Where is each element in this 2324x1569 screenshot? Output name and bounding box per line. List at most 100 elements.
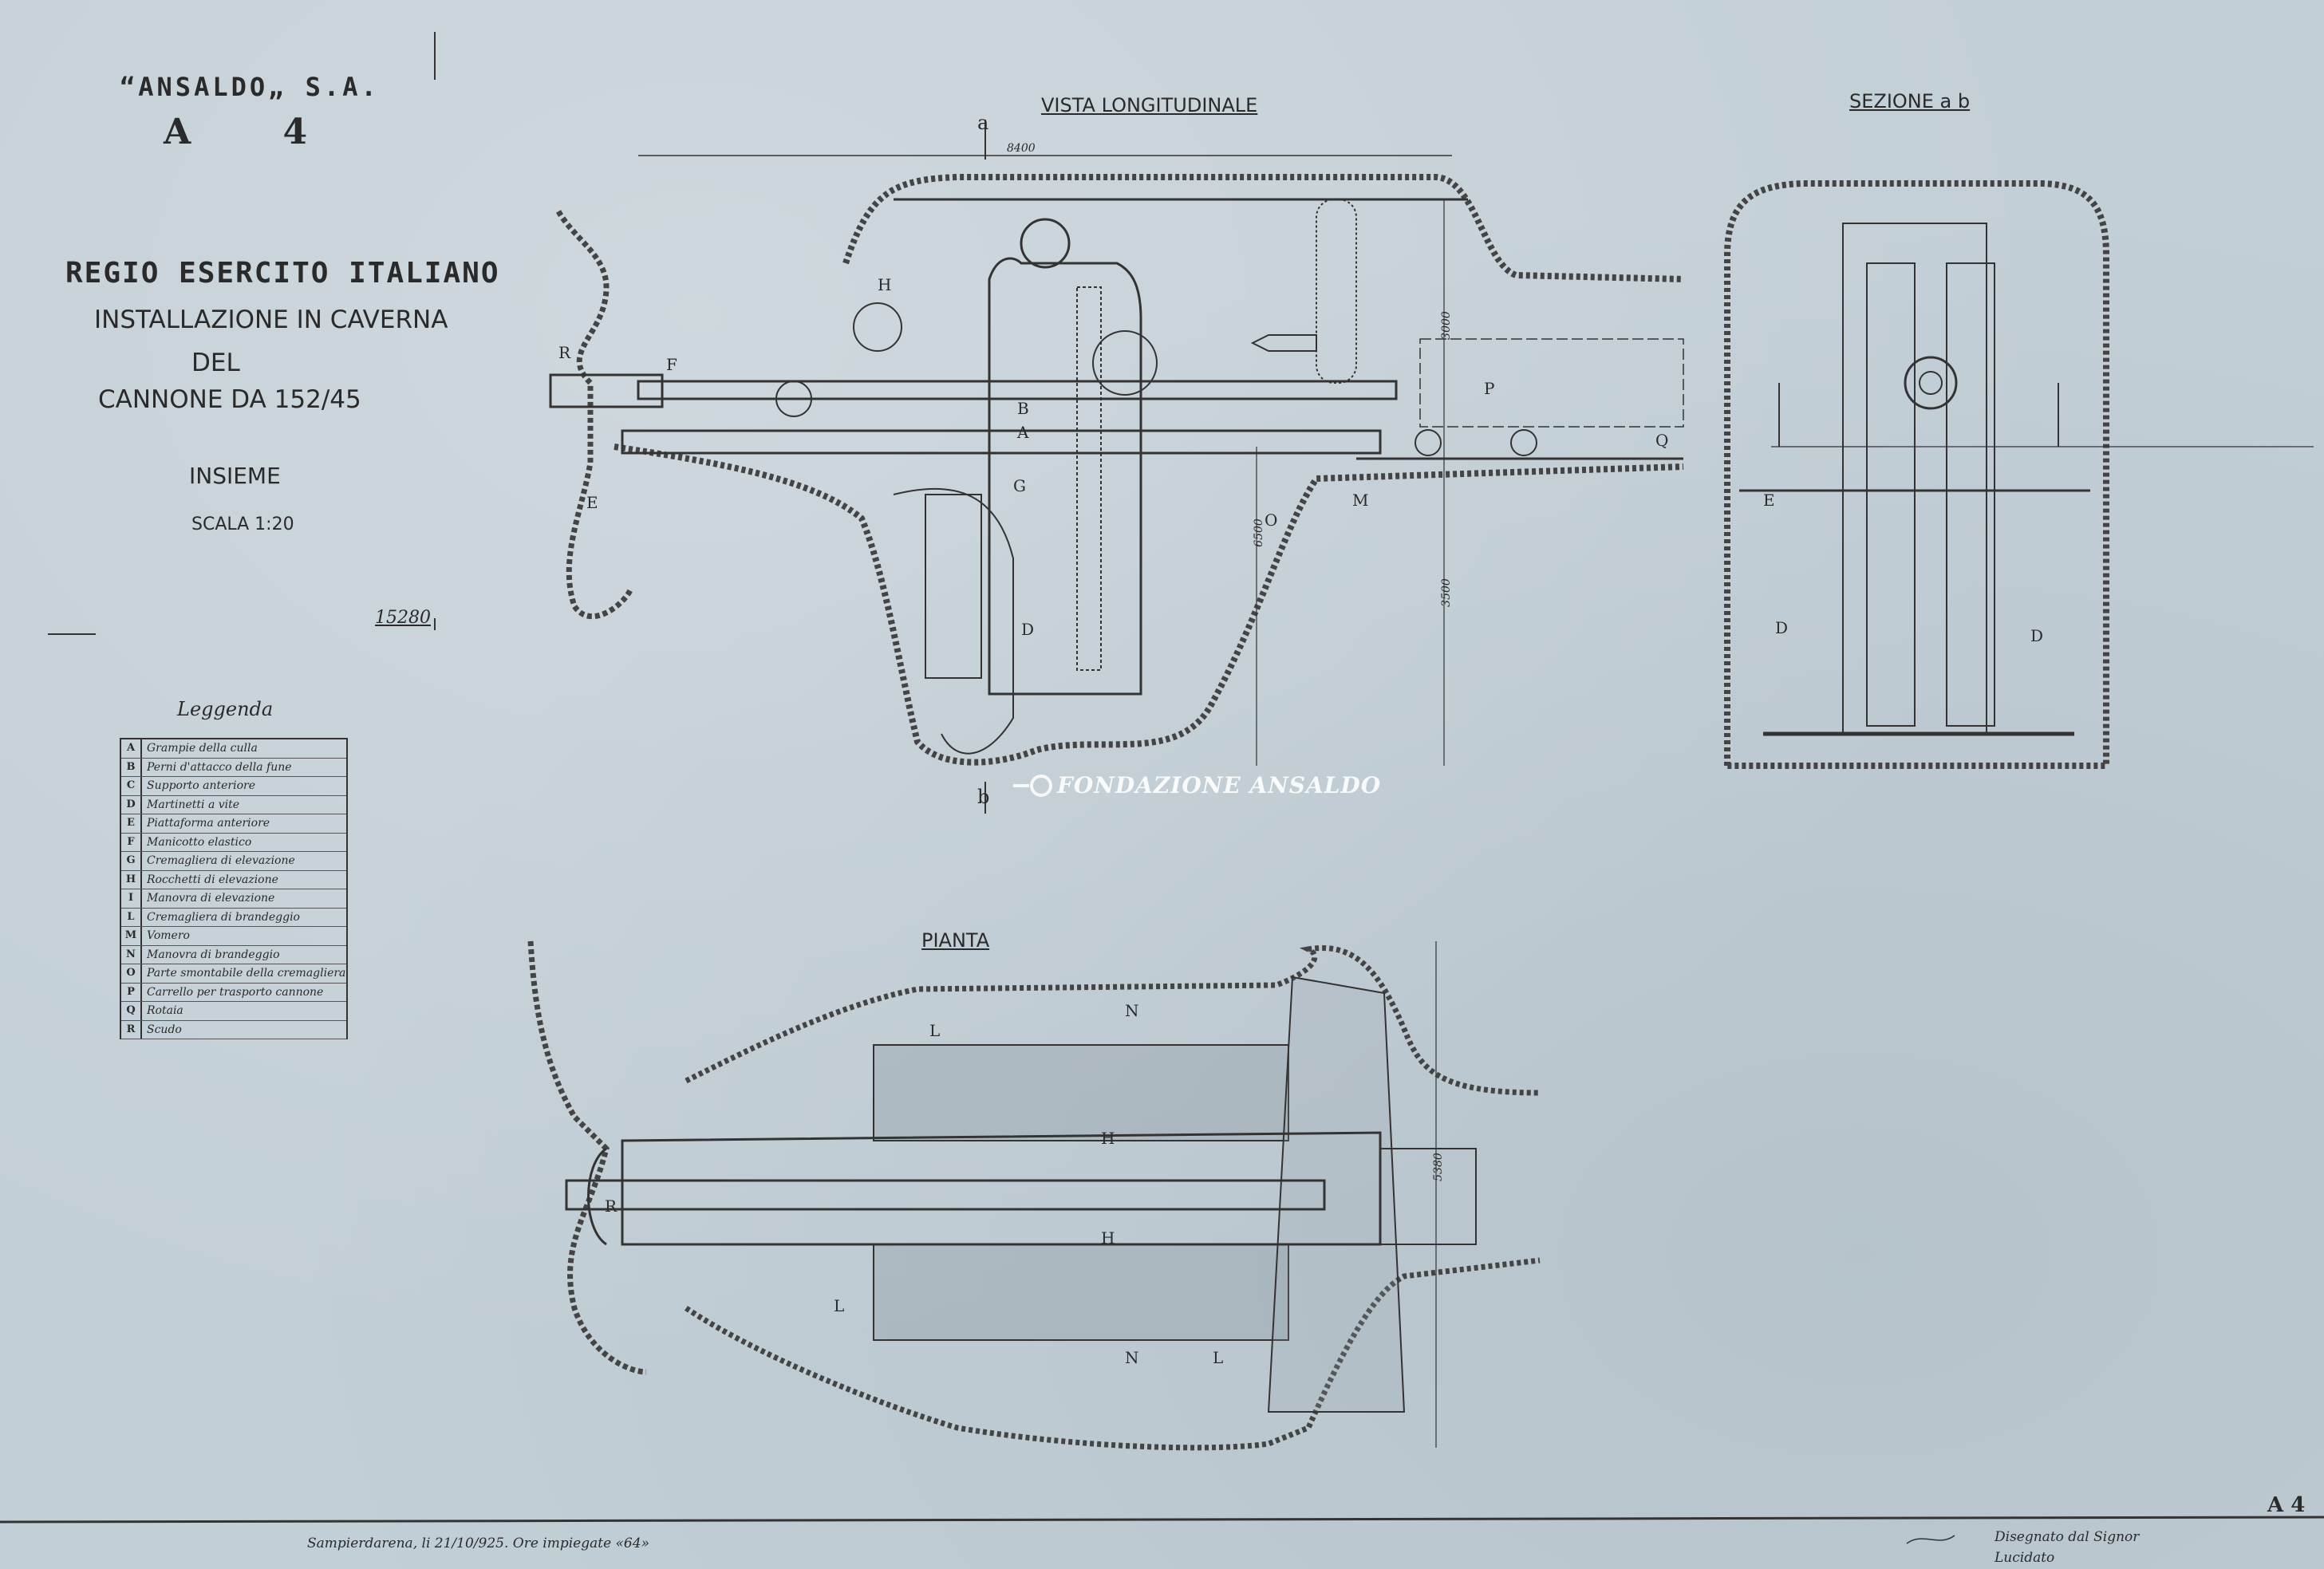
legend-label: Carrello per trasporto cannone: [147, 985, 324, 999]
legend-key: N: [121, 945, 142, 964]
callout-d-section: D: [1775, 618, 1789, 637]
dimension-height-lower: 3500: [1439, 578, 1453, 607]
cart-wheel: [1510, 429, 1537, 456]
plan-view: [527, 940, 1541, 1451]
footer-traced-by: Lucidato: [1995, 1550, 2055, 1566]
footer-place-date: Sampierdarena, li 21/10/925. Ore impiega…: [307, 1535, 649, 1551]
legend-row: C Supporto anteriore: [121, 777, 346, 796]
legend-key: A: [121, 739, 142, 758]
callout-e-section: E: [1763, 491, 1775, 510]
section-marker-a: a: [977, 112, 989, 134]
plan-cave-bottom: [685, 1257, 1541, 1451]
legend-label: Scudo: [147, 1023, 182, 1036]
footer-drawn-by: Disegnato dal Signor: [1995, 1529, 2140, 1545]
watermark-logo: [1013, 775, 1052, 797]
legend-label: Martinetti a vite: [147, 798, 240, 811]
plan-pit-top: [873, 1044, 1289, 1141]
legend-key: E: [121, 814, 142, 833]
legend-row: E Piattaforma anteriore: [121, 814, 346, 834]
footer-sheet-code: A 4: [2267, 1493, 2306, 1517]
callout-n-plan: N: [1125, 1348, 1139, 1367]
legend-label: Cremagliera di elevazione: [147, 854, 295, 868]
callout-r-plan: R: [605, 1196, 617, 1216]
gear-wheel: [775, 380, 812, 417]
elevation-rack: [1076, 286, 1102, 671]
view-title-longitudinal: VISTA LONGITUDINALE: [1041, 94, 1258, 116]
drawing-title: REGIO ESERCITO ITALIANO: [65, 257, 500, 290]
dimension-depth: 6500: [1252, 518, 1265, 547]
section-view: [1724, 180, 2314, 769]
legend-row: F Manicotto elastico: [121, 833, 346, 852]
legend-key: B: [121, 758, 142, 776]
projectile: [1250, 334, 1317, 352]
drawing-subtitle: DEL: [191, 349, 240, 377]
legend-key: C: [121, 777, 142, 795]
legend-key: R: [121, 1020, 142, 1039]
legend-label: Manovra di brandeggio: [147, 948, 280, 961]
traverse-rack-arc: [1267, 976, 1406, 1413]
callout-r: R: [558, 343, 571, 362]
counterweight-arc: [893, 487, 1014, 755]
scale-label: SCALA 1:20: [191, 514, 294, 534]
recoil-cylinder: [925, 494, 982, 679]
legend-label: Rotaia: [147, 1004, 183, 1018]
legend-key: D: [121, 795, 142, 814]
legend-key: F: [121, 833, 142, 851]
legend-label: Manicotto elastico: [147, 835, 252, 849]
section-marker-b: b: [977, 786, 990, 808]
traverse-handwheel: [1092, 330, 1158, 396]
plan-rail-frame: [1379, 1148, 1477, 1245]
callout-m: M: [1352, 491, 1369, 510]
legend-row: L Cremagliera di brandeggio: [121, 908, 346, 927]
callout-e: E: [586, 493, 598, 512]
gun-breech: [549, 373, 664, 408]
legend-label: Piattaforma anteriore: [147, 817, 270, 830]
drawing-number: 15280: [375, 608, 431, 628]
callout-i: H: [878, 275, 892, 294]
drawing-subtitle: CANNONE DA 152/45: [98, 385, 361, 414]
legend-key: I: [121, 889, 142, 908]
legend-row: N Manovra di brandeggio: [121, 945, 346, 964]
callout-o: O: [1265, 511, 1278, 530]
cart-wheel: [1415, 429, 1442, 456]
callout-g: G: [1013, 476, 1026, 495]
legend-key: O: [121, 964, 142, 983]
callout-l-plan: L: [929, 1021, 941, 1040]
callout-n-plan: N: [1125, 1001, 1139, 1020]
plan-barrel: [565, 1179, 1326, 1211]
legend-row: G Cremagliera di elevazione: [121, 852, 346, 871]
plan-shield: [587, 1147, 607, 1246]
section-cave-outline: [1724, 180, 2109, 769]
watermark-text: FONDAZIONE ANSALDO: [1057, 772, 1382, 798]
legend-label: Parte smontabile della cremagliera: [147, 967, 346, 980]
legend-key: L: [121, 908, 142, 926]
legend-row: R Scudo: [121, 1020, 346, 1039]
legend-label: Rocchetti di elevazione: [147, 873, 278, 886]
footer-rule: [0, 1516, 2324, 1524]
view-title-section: SEZIONE a b: [1849, 90, 1971, 112]
callout-l-plan: L: [1213, 1348, 1224, 1367]
plan-pit-bottom: [873, 1244, 1289, 1341]
view-title-plan: PIANTA: [921, 929, 990, 952]
cave-ceiling: [842, 174, 1684, 282]
legend-label: Cremagliera di brandeggio: [147, 910, 300, 924]
callout-d-section: D: [2030, 626, 2044, 645]
legend-label: Supporto anteriore: [147, 779, 256, 793]
legend-row: O Parte smontabile della cremagliera: [121, 964, 346, 984]
gun-barrel: [637, 380, 1398, 400]
drawing-subtitle: INSTALLAZIONE IN CAVERNA: [94, 306, 448, 334]
chain-hoist: [1316, 199, 1357, 384]
legend-key: G: [121, 852, 142, 870]
legend-label: Manovra di elevazione: [147, 892, 275, 905]
pulley: [1020, 218, 1071, 269]
cave-rock-outline: [555, 210, 633, 620]
legend-row: I Manovra di elevazione: [121, 889, 346, 909]
callout-h-plan: H: [1101, 1129, 1115, 1148]
section-barrel: [1904, 356, 1958, 410]
